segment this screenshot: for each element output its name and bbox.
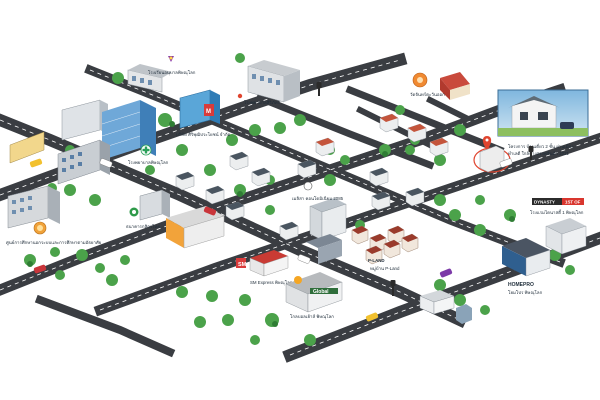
cars (29, 158, 513, 322)
road-residential-2 (345, 85, 505, 155)
label-project-sign: โครงการ บ้านเดี่ยว 2 ชั้น ย่านเมือง (508, 143, 573, 149)
label-temple: วัดจันทร์ตะวันออก (410, 92, 445, 97)
global-logo-icon (294, 276, 302, 284)
label-edu-center: ศูนย์การศึกษานอกระบบและการศึกษาตามอัธยาศ… (6, 240, 102, 246)
sm-express-logo-icon: SM (236, 258, 247, 268)
global-sign-text: Global (313, 289, 329, 295)
dynasty-sign-text: DYNASTY (534, 200, 555, 205)
svg-text:SM: SM (238, 262, 247, 268)
label-sm-express: SM Express พิษณุโลก (250, 279, 293, 286)
condo-building[interactable] (306, 198, 347, 264)
bank-logo-icon (129, 207, 139, 217)
svg-text:M: M (206, 109, 211, 115)
global-house-building[interactable]: Global (285, 272, 343, 313)
road-southwest (34, 294, 176, 358)
nursing-home-building[interactable]: M (179, 89, 220, 129)
shop-building[interactable] (419, 290, 472, 324)
project-photo-card[interactable] (497, 89, 589, 137)
road-residential-3 (355, 105, 445, 155)
label-global: โกลบอลเฮ้าส์ พิษณุโลก (290, 313, 334, 320)
temple-logo-icon (412, 72, 428, 88)
bank-building[interactable] (139, 189, 170, 221)
homepro-sign-text: HOMEPRO (508, 282, 534, 288)
label-project-sign-2: ทำเลดี ใกล้ห้างสรรพสินค้า 2021 (508, 151, 570, 156)
temple-building[interactable] (440, 72, 470, 100)
label-p-land: P-LAND (368, 258, 385, 263)
sm-express-building[interactable] (249, 250, 289, 277)
dynasty-logo-icon: DYNASTY 1ST OF (532, 198, 584, 205)
road-residential-4 (425, 95, 475, 125)
homepro-building[interactable] (502, 238, 551, 277)
houses (175, 113, 449, 241)
dynasty-hotel-building[interactable] (545, 218, 587, 255)
label-dynasty: โรงแรมไดนาสตี้ 1 พิษณุโลก (530, 209, 584, 216)
label-school-top: โรงเรียนอนุบาลพิษณุโลก (148, 69, 196, 76)
label-homepro: โฮมโปร พิษณุโลก (508, 289, 543, 296)
label-condo: เมลิสา คอนโดมิเนียม 2085 (292, 195, 344, 201)
hospital-cross-icon (140, 144, 152, 156)
label-bank: ธนาคารกสิกรไทย (126, 224, 160, 229)
clinic-pin-icon (237, 93, 243, 99)
school-building[interactable] (127, 64, 172, 93)
road-residential-1 (255, 93, 435, 170)
label-p-land-2: หมู่บ้าน P-Land (370, 266, 400, 272)
label-clinic: โรงพยาบาลสิริภัทร (244, 99, 281, 105)
school-logo-icon (168, 56, 174, 62)
label-hospital-right: โรงพยาบาลพิษณุโลก (128, 159, 169, 166)
dynasty-tag-text: 1ST OF (565, 200, 581, 205)
clinic-building[interactable] (247, 60, 300, 103)
p-land-village[interactable] (351, 225, 419, 265)
label-nursing-home: บริษัท ศิริพุฒิประโยชน์ จำกัด (176, 131, 230, 138)
education-center-building[interactable] (7, 185, 60, 229)
education-logo-icon (33, 221, 47, 235)
condo-logo-icon (303, 181, 313, 191)
hospital-towers[interactable] (9, 99, 156, 164)
traffic-light-icons (316, 82, 534, 296)
